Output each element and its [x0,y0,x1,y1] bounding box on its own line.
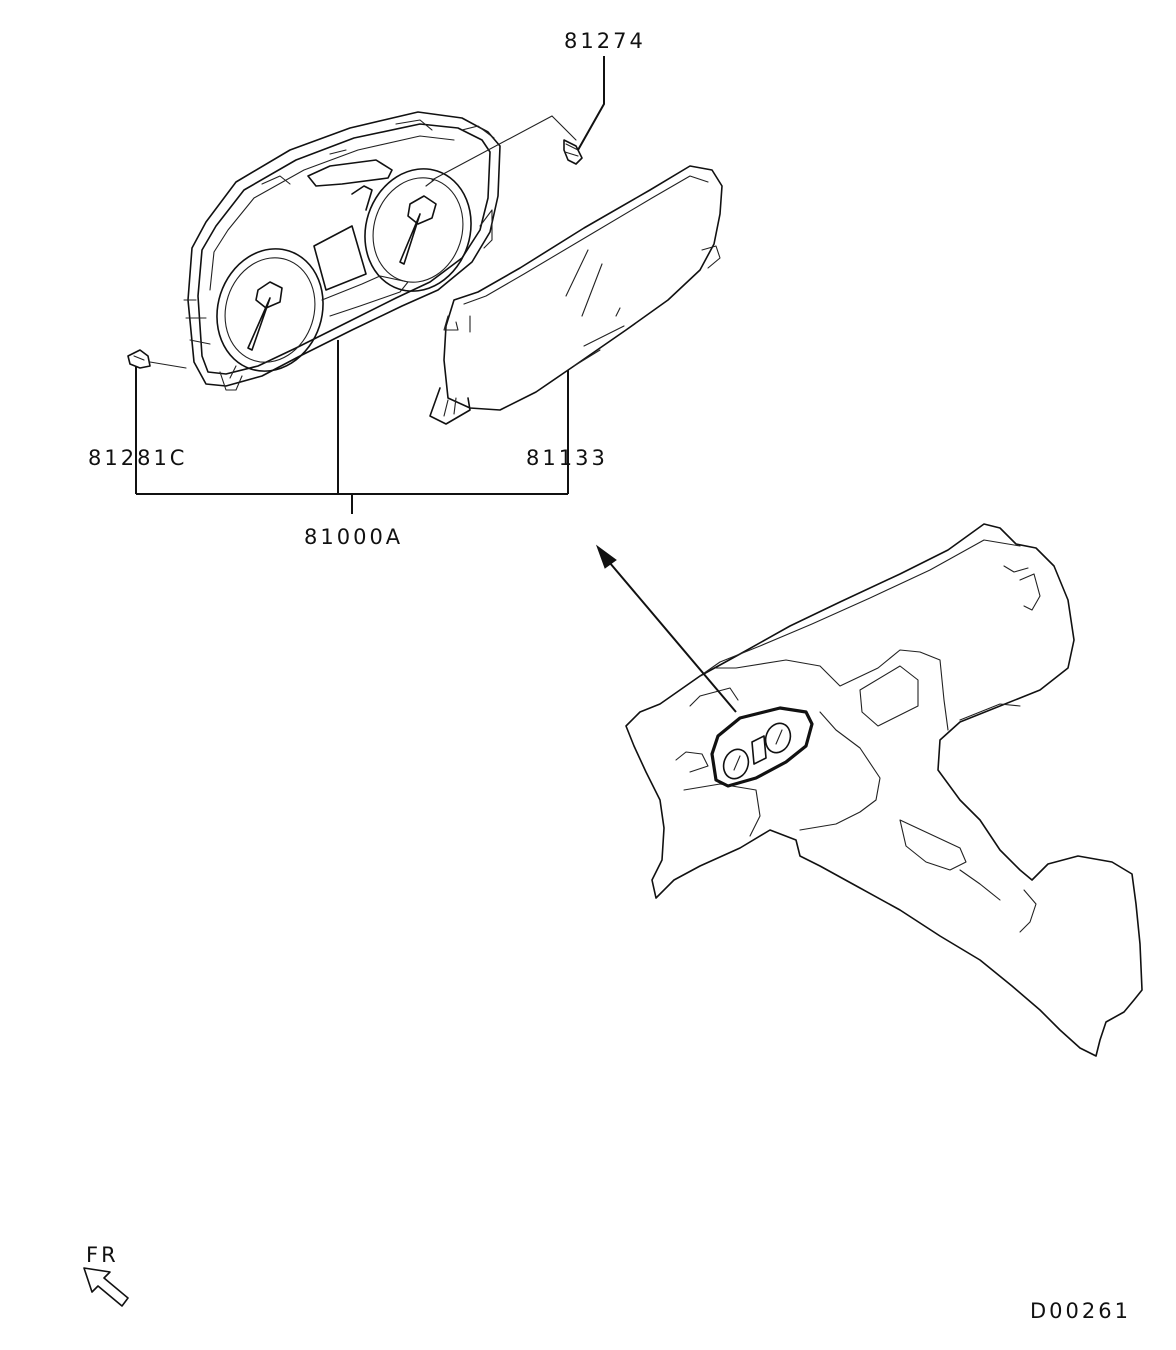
clip-81281c-illustration [127,349,151,369]
part-number-81133: 81133 [526,446,608,470]
part-number-81274: 81274 [564,29,646,53]
orientation-label: FR [86,1243,119,1267]
figure-code: D00261 [1030,1299,1131,1323]
meter-glass-illustration [429,165,723,425]
dashboard-location-illustration [625,523,1143,1057]
combination-meter-illustration [183,111,501,391]
part-number-81000a: 81000A [304,525,403,549]
front-arrow-icon [83,1267,129,1307]
part-number-81281c: 81281C [88,446,187,470]
screw-81274-illustration [563,139,583,165]
location-arrow [595,544,737,713]
leader-lines [135,56,605,514]
